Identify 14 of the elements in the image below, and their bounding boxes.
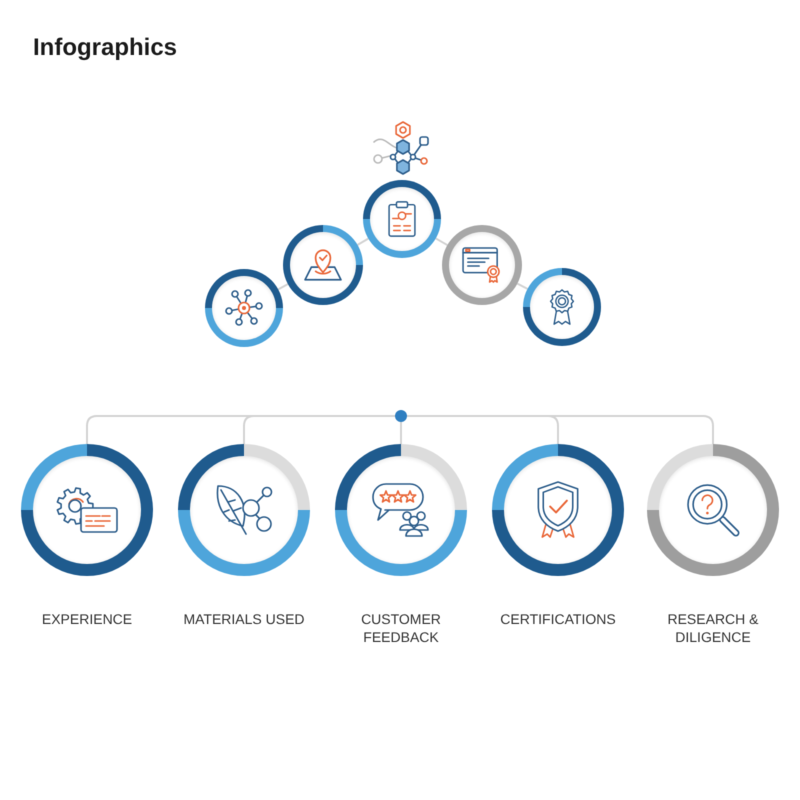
page-title: Infographics [33, 33, 178, 63]
item-label: CERTIFICATIONS [500, 610, 616, 628]
connector-line [400, 422, 402, 444]
item-label: MATERIALS USED [183, 610, 305, 628]
item-label: RESEARCH & DILIGENCE [666, 610, 760, 646]
connector-line [357, 238, 369, 246]
connector-line [516, 282, 528, 290]
item-label: CUSTOMER FEEDBACK [360, 610, 442, 646]
connector-line [278, 283, 288, 290]
connector-line [435, 238, 448, 246]
junction-dot [395, 410, 407, 422]
connector-line [407, 415, 714, 444]
connector-line [243, 415, 395, 444]
item-label: EXPERIENCE [42, 610, 132, 628]
